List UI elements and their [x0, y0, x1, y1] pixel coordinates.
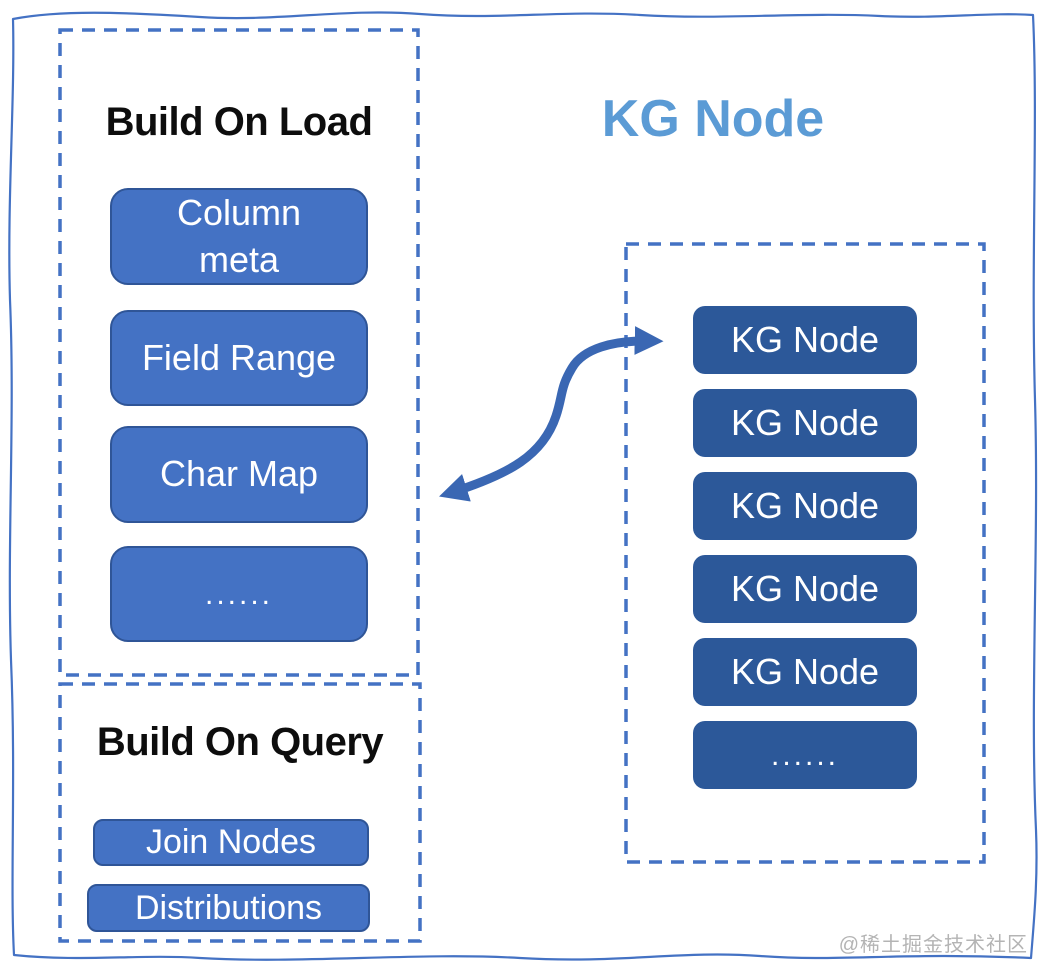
build-on-query-title: Build On Query	[96, 720, 384, 764]
kg-node-item: KG Node	[693, 472, 917, 540]
node-distributions: Distributions	[87, 884, 370, 932]
watermark: @稀土掘金技术社区	[838, 934, 1028, 956]
kg-node-ellipsis: ......	[693, 721, 917, 789]
build-on-load-dashed-border	[58, 28, 420, 677]
hand-drawn-border	[8, 11, 1038, 961]
node-load-ellipsis: ......	[110, 546, 368, 642]
node-field-range: Field Range	[110, 310, 368, 406]
build-on-query-dashed-border	[58, 682, 422, 943]
bidirectional-arrow-icon	[439, 326, 664, 502]
node-column-meta-label: Column meta	[176, 191, 302, 280]
build-on-load-title: Build On Load	[105, 100, 373, 144]
node-char-map: Char Map	[110, 426, 368, 523]
node-join-nodes: Join Nodes	[93, 819, 369, 866]
kg-node-panel-title: KG Node	[601, 90, 825, 148]
kg-node-item: KG Node	[693, 306, 917, 374]
kg-node-item: KG Node	[693, 389, 917, 457]
kg-node-item: KG Node	[693, 555, 917, 623]
kg-node-item: KG Node	[693, 638, 917, 706]
kg-node-dashed-border	[624, 242, 986, 864]
node-column-meta: Column meta	[110, 188, 368, 285]
